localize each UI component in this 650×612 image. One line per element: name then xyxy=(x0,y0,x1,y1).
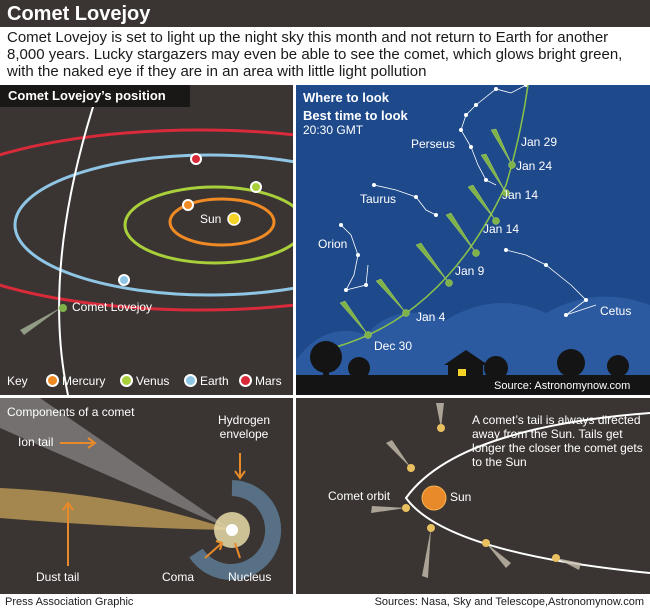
nucleus-shape xyxy=(226,524,238,536)
label-arrows xyxy=(60,437,246,566)
comet-path xyxy=(58,85,101,395)
comet-track xyxy=(335,85,529,348)
date-label: Jan 14 xyxy=(502,188,539,202)
sun-icon xyxy=(421,485,447,511)
venus-planet xyxy=(250,181,262,193)
hydrogen-envelope-shape xyxy=(189,480,282,580)
orbit-diagram xyxy=(0,85,293,395)
sky-panel: Where to look Best time to look 20:30 GM… xyxy=(296,85,650,395)
hydrogen-label: Hydrogen envelope xyxy=(217,413,271,441)
key-mercury: Mercury xyxy=(46,374,105,388)
stars xyxy=(339,85,588,317)
page-title: Comet Lovejoy xyxy=(7,3,151,25)
comet-icon xyxy=(59,304,67,312)
key-venus: Venus xyxy=(120,374,169,388)
venus-orbit xyxy=(123,185,293,265)
constellation-cetus: Cetus xyxy=(600,304,632,318)
comet-label: Comet Lovejoy xyxy=(72,300,153,314)
intro-text: Comet Lovejoy is set to light up the nig… xyxy=(7,29,623,80)
sky-heading: Where to look xyxy=(303,90,389,105)
earth-planet xyxy=(118,274,130,286)
mars-key-dot xyxy=(239,374,252,387)
position-heading-bar: Comet Lovejoy’s position xyxy=(0,85,190,107)
comet-orbit-diagram xyxy=(371,403,650,578)
best-time-value: 20:30 GMT xyxy=(303,123,364,137)
key-mars: Mars xyxy=(239,374,282,388)
constellation-perseus: Perseus xyxy=(411,137,456,151)
dust-tail-shape xyxy=(0,488,232,530)
sun-icon xyxy=(227,212,241,226)
date-label: Dec 30 xyxy=(374,339,413,353)
house-roof xyxy=(444,350,488,365)
best-time-label: Best time to look xyxy=(303,108,408,123)
dust-tail-label: Dust tail xyxy=(36,570,80,584)
mars-planet xyxy=(190,153,202,165)
date-label: Jan 14 xyxy=(483,222,520,236)
date-label: Jan 9 xyxy=(455,264,485,278)
sun-label: Sun xyxy=(200,212,222,226)
comet-positions xyxy=(339,128,516,339)
comet-orbit-path xyxy=(404,412,650,574)
ion-tail-label: Ion tail xyxy=(18,435,54,449)
coma-label: Coma xyxy=(162,570,195,584)
date-label: Jan 4 xyxy=(416,310,446,324)
comet-tail xyxy=(20,307,62,335)
header-bar xyxy=(0,0,650,27)
mercury-orbit xyxy=(168,197,276,247)
key-label: Key xyxy=(7,374,28,388)
tail-note: A comet’s tail is always directed away f… xyxy=(472,413,643,469)
mars-orbit xyxy=(0,128,293,312)
mercury-key-dot xyxy=(46,374,59,387)
position-heading: Comet Lovejoy’s position xyxy=(8,88,166,103)
mercury-planet xyxy=(182,199,194,211)
constellation-taurus: Taurus xyxy=(360,192,397,206)
footer-sources: Sources: Nasa, Sky and Telescope,Astrono… xyxy=(374,596,644,608)
trees xyxy=(310,341,629,380)
sun-label: Sun xyxy=(450,490,472,504)
comet-components-diagram xyxy=(0,398,282,580)
components-panel: Components of a comet Ion tail Hydrogen … xyxy=(0,398,293,594)
components-heading: Components of a comet xyxy=(7,405,135,419)
comet-orbit-label: Comet orbit xyxy=(328,489,391,503)
earth-orbit xyxy=(13,153,293,297)
house-window xyxy=(458,369,466,376)
date-label: Jan 24 xyxy=(516,159,553,173)
sky-map xyxy=(296,85,650,395)
footer-credit: Press Association Graphic xyxy=(5,596,134,608)
date-label: Jan 29 xyxy=(521,135,558,149)
ground xyxy=(296,375,650,395)
earth-key-dot xyxy=(184,374,197,387)
orbit-panel: Comet Lovejoy’s position Sun Comet Lovej… xyxy=(0,85,293,395)
nucleus-label: Nucleus xyxy=(228,570,272,584)
tail-direction-panel: A comet’s tail is always directed away f… xyxy=(296,398,650,594)
constellation-orion: Orion xyxy=(318,237,348,251)
key-earth: Earth xyxy=(184,374,229,388)
ion-tail-shape xyxy=(0,398,232,530)
venus-key-dot xyxy=(120,374,133,387)
orbit-comets xyxy=(371,403,581,578)
sky-source: Source: Astronomynow.com xyxy=(494,380,631,392)
